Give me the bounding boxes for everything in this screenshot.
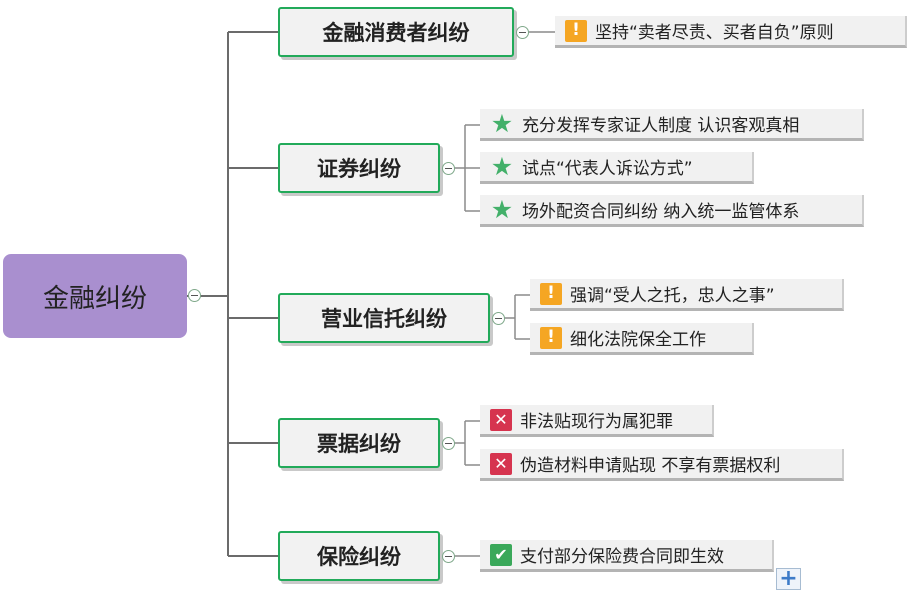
- branch-topic-1[interactable]: 证券纠纷: [278, 143, 440, 193]
- leaf-text: 支付部分保险费合同即生效: [520, 547, 724, 567]
- leaf-item-0-0[interactable]: ! 坚持“卖者尽责、买者自负”原则: [555, 16, 907, 48]
- branch-topic-4[interactable]: 保险纠纷: [278, 531, 440, 581]
- leaf-item-2-1[interactable]: ! 细化法院保全工作: [530, 323, 754, 355]
- leaf-item-4-0[interactable]: ✔ 支付部分保险费合同即生效: [480, 540, 774, 572]
- leaf-text: 场外配资合同纠纷 纳入统一监管体系: [522, 202, 800, 222]
- branch-topic-2[interactable]: 营业信托纠纷: [278, 293, 490, 343]
- warning-icon: !: [540, 282, 562, 305]
- collapse-root-toggle[interactable]: [188, 289, 201, 302]
- branch-topic-3[interactable]: 票据纠纷: [278, 418, 440, 468]
- leaf-item-2-0[interactable]: ! 强调“受人之托，忠人之事”: [530, 279, 844, 311]
- leaf-item-1-2[interactable]: ★ 场外配资合同纠纷 纳入统一监管体系: [480, 195, 864, 227]
- leaf-text: 非法贴现行为属犯罪: [520, 412, 673, 432]
- branch-topic-0[interactable]: 金融消费者纠纷: [278, 7, 514, 57]
- error-icon: ✕: [490, 452, 512, 475]
- collapse-branch-1-toggle[interactable]: [442, 162, 455, 175]
- error-icon: ✕: [490, 408, 512, 431]
- collapse-branch-0-toggle[interactable]: [516, 26, 529, 39]
- central-topic[interactable]: 金融纠纷: [3, 254, 187, 338]
- collapse-branch-2-toggle[interactable]: [492, 312, 505, 325]
- leaf-text: 细化法院保全工作: [570, 330, 706, 350]
- star-icon: ★: [490, 195, 514, 224]
- leaf-text: 强调“受人之托，忠人之事”: [570, 286, 775, 306]
- leaf-item-3-1[interactable]: ✕ 伪造材料申请贴现 不享有票据权利: [480, 449, 844, 481]
- star-icon: ★: [490, 152, 514, 181]
- leaf-item-3-0[interactable]: ✕ 非法贴现行为属犯罪: [480, 405, 714, 437]
- add-topic-button[interactable]: +: [776, 568, 801, 590]
- leaf-item-1-0[interactable]: ★ 充分发挥专家证人制度 认识客观真相: [480, 109, 864, 141]
- leaf-text: 充分发挥专家证人制度 认识客观真相: [522, 116, 800, 136]
- leaf-item-1-1[interactable]: ★ 试点“代表人诉讼方式”: [480, 152, 754, 184]
- star-icon: ★: [490, 109, 514, 138]
- collapse-branch-4-toggle[interactable]: [442, 550, 455, 563]
- collapse-branch-3-toggle[interactable]: [442, 437, 455, 450]
- leaf-text: 坚持“卖者尽责、买者自负”原则: [595, 23, 834, 43]
- leaf-text: 伪造材料申请贴现 不享有票据权利: [520, 456, 781, 476]
- warning-icon: !: [565, 19, 587, 42]
- check-icon: ✔: [490, 543, 512, 566]
- warning-icon: !: [540, 326, 562, 349]
- leaf-text: 试点“代表人诉讼方式”: [522, 159, 693, 179]
